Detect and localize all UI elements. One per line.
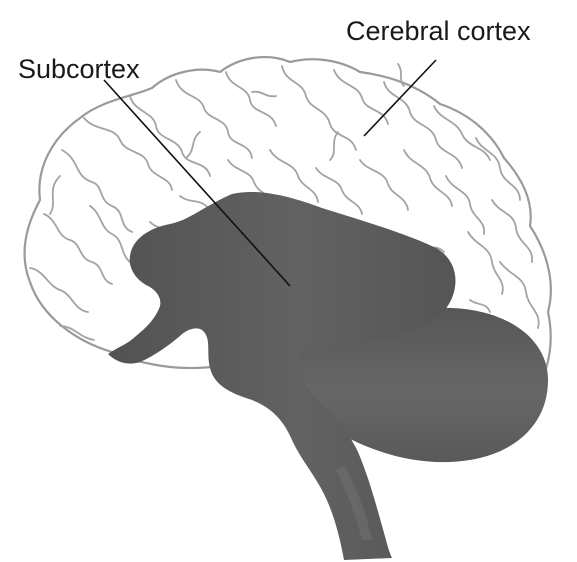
cerebral-cortex-label: Cerebral cortex [346,16,531,46]
subcortex-label: Subcortex [18,54,140,84]
